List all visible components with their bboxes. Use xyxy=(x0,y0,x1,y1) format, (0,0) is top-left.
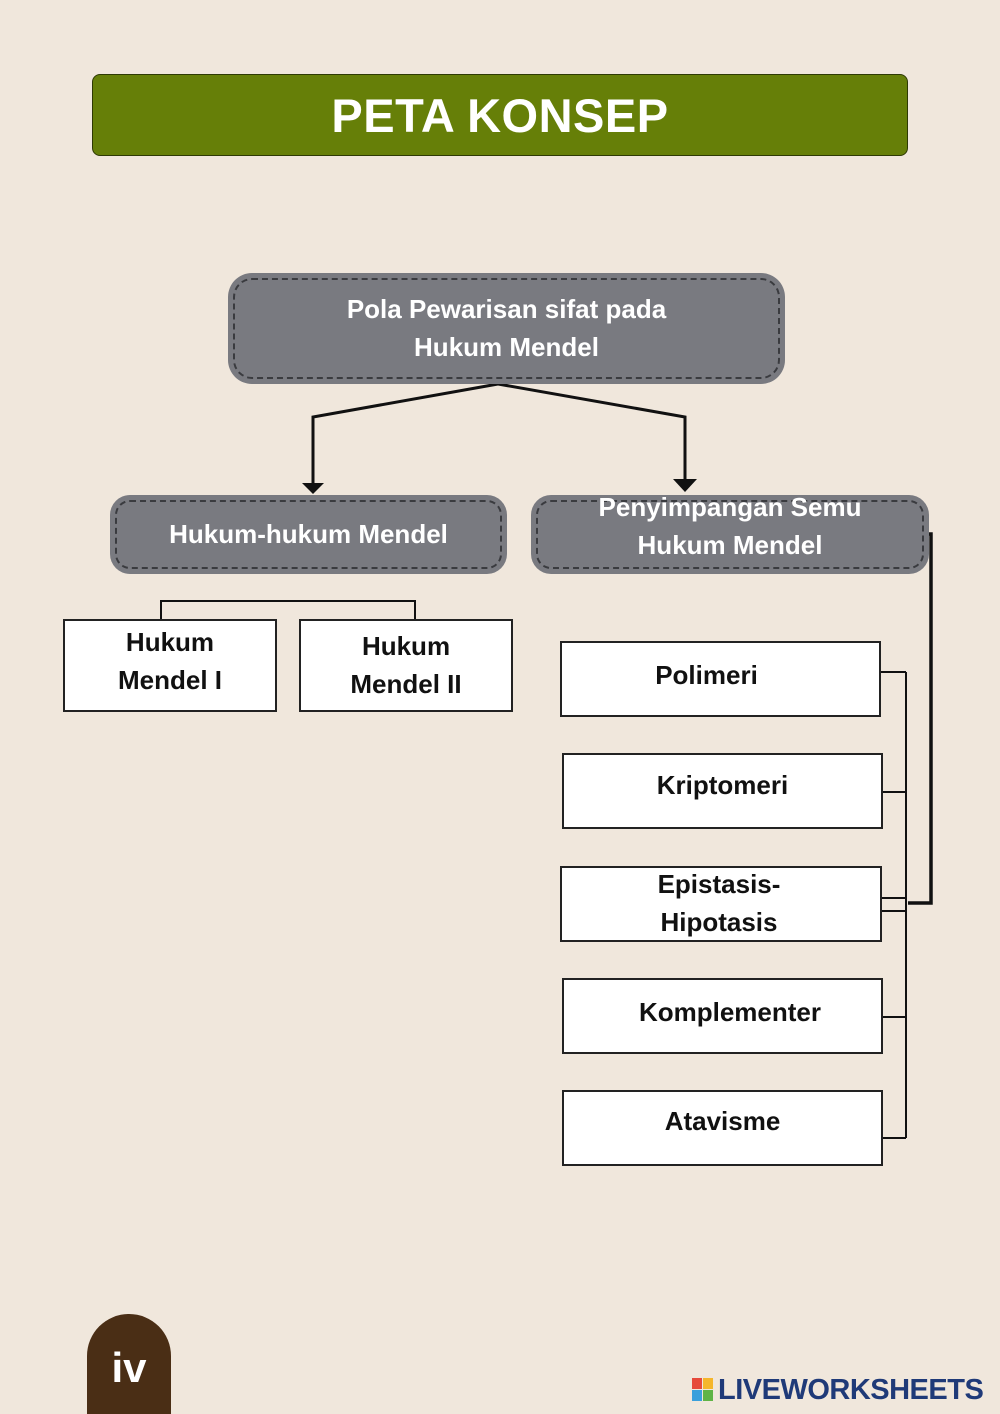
page-number: iv xyxy=(111,1344,147,1391)
box-hukum-mendel-2-line1: Hukum xyxy=(361,630,451,661)
box-komplementer-label: Komplementer xyxy=(638,997,822,1028)
node-penyimpangan-line1: Penyimpangan Semu xyxy=(598,491,862,522)
box-hukum-mendel-2-line2: Mendel II xyxy=(350,668,462,699)
root-node: Pola Pewarisan sifat pada Hukum Mendel xyxy=(228,273,785,384)
connector-right-trunk xyxy=(908,532,933,905)
title-banner: PETA KONSEP xyxy=(92,74,908,156)
page-number-tab: iv xyxy=(87,1314,171,1414)
box-epistasis-line1: Epistasis- xyxy=(657,869,781,900)
arrow-left-icon xyxy=(302,483,324,494)
connector-root-to-left xyxy=(311,382,499,484)
liveworksheets-logo-icon xyxy=(692,1378,714,1402)
node-hukum-hukum-mendel: Hukum-hukum Mendel xyxy=(110,495,507,574)
brand-watermark: LIVEWORKSHEETS xyxy=(692,1372,984,1408)
root-node-line2: Hukum Mendel xyxy=(414,331,599,362)
box-hukum-mendel-1: Hukum Mendel I xyxy=(63,619,277,712)
box-atavisme-label: Atavisme xyxy=(664,1106,781,1137)
box-hukum-mendel-1-line2: Mendel I xyxy=(117,664,222,695)
root-node-line1: Pola Pewarisan sifat pada xyxy=(346,293,667,324)
box-epistasis-hipotasis: Epistasis- Hipotasis xyxy=(560,866,882,942)
box-komplementer: Komplementer xyxy=(562,978,883,1054)
box-hukum-mendel-2: Hukum Mendel II xyxy=(299,619,513,712)
connector-left-children xyxy=(160,600,416,619)
node-penyimpangan-semu: Penyimpangan Semu Hukum Mendel xyxy=(531,491,929,574)
brand-name: LIVEWORKSHEETS xyxy=(718,1373,984,1406)
box-epistasis-line2: Hipotasis xyxy=(660,907,778,937)
box-kriptomeri: Kriptomeri xyxy=(562,753,883,829)
box-polimeri: Polimeri xyxy=(560,641,881,717)
node-penyimpangan-line2: Hukum Mendel xyxy=(637,529,823,560)
node-hukum-hukum-mendel-label: Hukum-hukum Mendel xyxy=(169,518,448,549)
page-title: PETA KONSEP xyxy=(331,88,669,142)
box-kriptomeri-label: Kriptomeri xyxy=(656,770,789,801)
box-atavisme: Atavisme xyxy=(562,1090,883,1166)
box-polimeri-label: Polimeri xyxy=(655,660,758,691)
box-hukum-mendel-1-line1: Hukum xyxy=(125,626,215,657)
connector-root-to-right xyxy=(497,382,687,480)
